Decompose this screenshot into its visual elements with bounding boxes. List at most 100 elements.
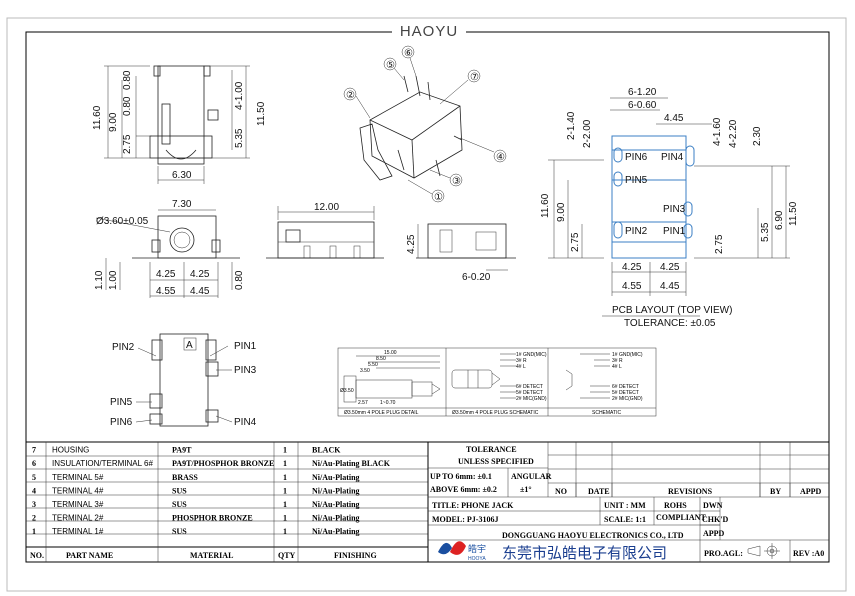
bom-cell-qty: 1: [283, 527, 287, 536]
callout-5: [383, 57, 397, 71]
pcb-pin1-label: PIN1: [663, 226, 686, 237]
pad-pin5: [613, 171, 623, 187]
dim-0-80-a: 0.80: [122, 70, 133, 90]
side-dim-4-45: 4.45: [190, 286, 210, 297]
end-view: 4.25 6-0.20: [406, 223, 516, 283]
pad-pin2: [613, 221, 623, 239]
compliant-label: COMPLIANT: [656, 513, 706, 522]
plug-dim-dia: Ø3.50: [340, 388, 354, 394]
sch-r-3: 3# R: [612, 358, 623, 364]
bom-header-finishing: FINISHING: [334, 551, 377, 560]
pcb-layout: PIN6 PIN5 PIN2 PIN4 PIN3 PIN1 6-1.20 6-0…: [540, 87, 799, 329]
bom-cell-qty: 1: [283, 486, 287, 495]
bom-header: NO. PART NAME MATERIAL QTY FINISHING: [30, 551, 377, 560]
plug-detail: 15.00 8.50 5.50 3.50 Ø3.50 2.57 1~0.70 Ø…: [337, 347, 657, 417]
tol-sub: UNLESS SPECIFIED: [458, 457, 534, 466]
pcb-dim-4-1-60: 4-1.60: [712, 117, 723, 146]
dim-2-75: 2.75: [122, 134, 133, 154]
callout-3-label: ③: [452, 176, 461, 187]
pcb-dim-6-1-20: 6-1.20: [628, 87, 657, 98]
sch-l-5: 5# DETECT: [516, 390, 543, 396]
dim-5-35: 5.35: [234, 128, 245, 148]
callout-1-label: ①: [434, 192, 443, 203]
sch-r-5: 5# DETECT: [612, 390, 639, 396]
callout-6-label: ⑥: [404, 48, 413, 59]
bom-cell-material: SUS: [172, 527, 187, 536]
pcb-pin4-label: PIN4: [661, 152, 684, 163]
bom-cell-no: 6: [32, 459, 36, 468]
bom-header-no: NO.: [30, 551, 44, 560]
callout-3: [449, 173, 463, 187]
pin-view: A PIN2 PIN5 PIN6 PIN1 PIN3 PIN4: [110, 333, 257, 428]
pcb-dim-5-35: 5.35: [760, 222, 771, 242]
plug-caption-3: SCHEMATIC: [592, 410, 621, 416]
end-dim-6-0-20: 6-0.20: [462, 272, 491, 283]
bom-cell-finishing: BLACK: [312, 446, 341, 455]
pcb-dim-6-0-60: 6-0.60: [628, 100, 657, 111]
plug-dim-15: 15.00: [384, 350, 397, 356]
bom-table: [26, 441, 429, 562]
tol-above: ABOVE 6mm: ±0.2: [430, 485, 497, 494]
callout-4: [493, 149, 507, 163]
bom-cell-part: TERMINAL 1#: [52, 527, 104, 536]
plug-dim-0-70: 1~0.70: [380, 400, 396, 406]
appd-label: APPD: [703, 529, 725, 538]
bom-cell-qty: 1: [283, 446, 287, 455]
bom-cell-material: PHOSPHOR BRONZE: [172, 514, 253, 523]
pcb-dim-2-30: 2.30: [752, 126, 763, 146]
bom-cell-no: 3: [32, 500, 36, 509]
dim-6-30: 6.30: [172, 170, 192, 181]
bom-cell-finishing: Ni/Au-Plating BLACK: [312, 459, 391, 468]
bom-cell-part: TERMINAL 5#: [52, 473, 104, 482]
pcb-dim-2-75-right: 2.75: [714, 234, 725, 254]
plug-dim-2-57: 2.57: [358, 400, 368, 406]
pcb-dim-2-1-40: 2-1.40: [566, 111, 577, 140]
bom-cell-finishing: Ni/Au-Plating: [312, 527, 360, 536]
side-view: 7.30 Ø3.60±0.05 4.25 4.25 4.55 4.45 1.10…: [94, 199, 245, 298]
rev-no: NO: [555, 487, 567, 496]
front-view: 11.60 9.00 0.80 0.80 2.75 4-1.00 5.35 11…: [92, 65, 267, 184]
pcb-pin5-label: PIN5: [625, 175, 648, 186]
plug-caption-1: Ø3.50mm 4 POLE PLUG DETAIL: [344, 410, 419, 416]
bom-cell-material: SUS: [172, 486, 187, 495]
sch-l-4: 4# L: [516, 364, 526, 370]
pad-pin1: [683, 223, 693, 239]
side-dim-4-25-b: 4.25: [190, 269, 210, 280]
pcb-dim-6-90: 6.90: [774, 210, 785, 230]
sch-l-2: 2# MIC(GND): [516, 396, 547, 402]
tol-angular: ANGULAR: [511, 472, 552, 481]
side-dim-dia-3-60: Ø3.60±0.05: [96, 216, 149, 227]
iso-view: ② ⑤ ⑥ ⑦ ④ ③ ①: [343, 45, 507, 203]
callout-2: [343, 87, 357, 101]
pcb-dim-11-60: 11.60: [540, 193, 551, 218]
plug-caption-2: Ø3.50mm 4 POLE PLUG SCHEMATIC: [452, 410, 539, 416]
plug-dim-3-5: 3.50: [360, 368, 370, 374]
pcb-pin3-label: PIN3: [663, 204, 686, 215]
bom-cell-material: BRASS: [172, 473, 198, 482]
bom-cell-finishing: Ni/Au-Plating: [312, 514, 360, 523]
rev-appd: APPD: [800, 487, 822, 496]
rev-date: DATE: [588, 487, 610, 496]
projection-symbol: [747, 543, 780, 559]
side-dim-1-10: 1.10: [94, 270, 105, 290]
callout-2-label: ②: [346, 90, 355, 101]
pcb-dim-4-45: 4.45: [660, 281, 680, 292]
side-dim-4-25-a: 4.25: [156, 269, 176, 280]
pcb-dim-4-2-20: 4-2.20: [728, 119, 739, 148]
scale-field: SCALE: 1:1: [604, 515, 646, 524]
top-view: 12.00: [266, 202, 384, 259]
bom-cell-qty: 1: [283, 500, 287, 509]
rohs-label: ROHS: [664, 501, 687, 510]
tol-up-to: UP TO 6mm: ±0.1: [430, 472, 492, 481]
rev-field: REV :A0: [793, 549, 824, 558]
side-dim-1-00: 1.00: [108, 270, 119, 290]
side-dim-4-55: 4.55: [156, 286, 176, 297]
bom-cell-part: TERMINAL 4#: [52, 486, 104, 495]
bom-cell-no: 1: [32, 527, 36, 536]
pin-view-pin5: PIN5: [110, 397, 133, 408]
bom-cell-no: 4: [32, 486, 36, 495]
logo-cn: 皓宇: [468, 543, 486, 554]
bom-cell-material: SUS: [172, 500, 187, 509]
